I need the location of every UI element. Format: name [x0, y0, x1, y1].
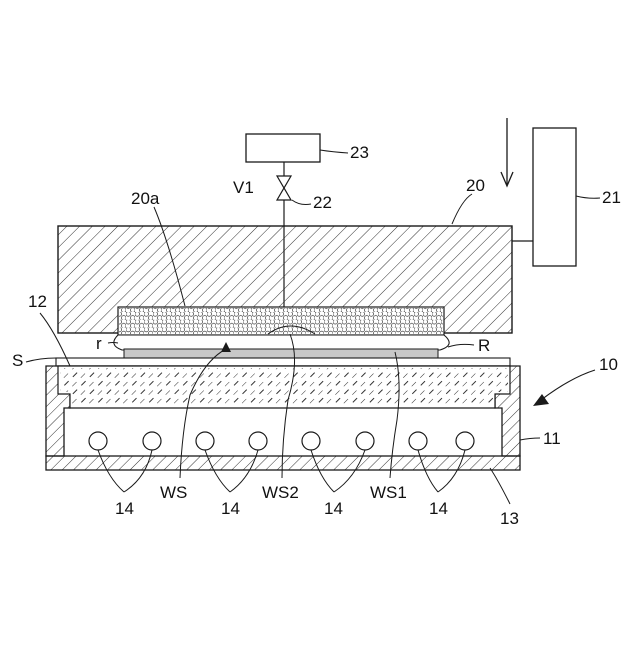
label-21: 21: [602, 188, 621, 207]
arrow-icon: [501, 118, 513, 186]
label-r: r: [96, 334, 102, 353]
valve-icon: [277, 176, 291, 200]
arrow-icon: [533, 370, 595, 406]
lamps-14: [89, 432, 474, 450]
label-20a: 20a: [131, 189, 160, 208]
label-WS2: WS2: [262, 483, 299, 502]
label-14: 14: [429, 499, 448, 518]
label-S: S: [12, 351, 23, 370]
resin-R: [114, 335, 449, 350]
lamp-icon: [356, 432, 374, 450]
wafer-WS: [124, 349, 438, 358]
label-R: R: [478, 336, 490, 355]
label-22: 22: [313, 193, 332, 212]
lamp-icon: [143, 432, 161, 450]
box-23: [246, 134, 320, 162]
label-14: 14: [115, 499, 134, 518]
plate-12-hatch: [60, 368, 508, 406]
label-WS1: WS1: [370, 483, 407, 502]
label-13: 13: [500, 509, 519, 528]
lamp-icon: [302, 432, 320, 450]
label-V1: V1: [233, 178, 254, 197]
sheet-S: [56, 358, 510, 366]
box-21: [533, 128, 576, 266]
lamp-icon: [456, 432, 474, 450]
label-14: 14: [221, 499, 240, 518]
base-13: [46, 456, 520, 470]
label-20: 20: [466, 176, 485, 195]
label-23: 23: [350, 143, 369, 162]
lamp-icon: [409, 432, 427, 450]
label-10: 10: [599, 355, 618, 374]
label-11: 11: [543, 429, 561, 448]
label-12: 12: [28, 292, 47, 311]
porous-texture: [119, 308, 443, 334]
lamp-icon: [89, 432, 107, 450]
lamp-icon: [249, 432, 267, 450]
label-14: 14: [324, 499, 343, 518]
label-WS: WS: [160, 483, 187, 502]
lamp-icon: [196, 432, 214, 450]
